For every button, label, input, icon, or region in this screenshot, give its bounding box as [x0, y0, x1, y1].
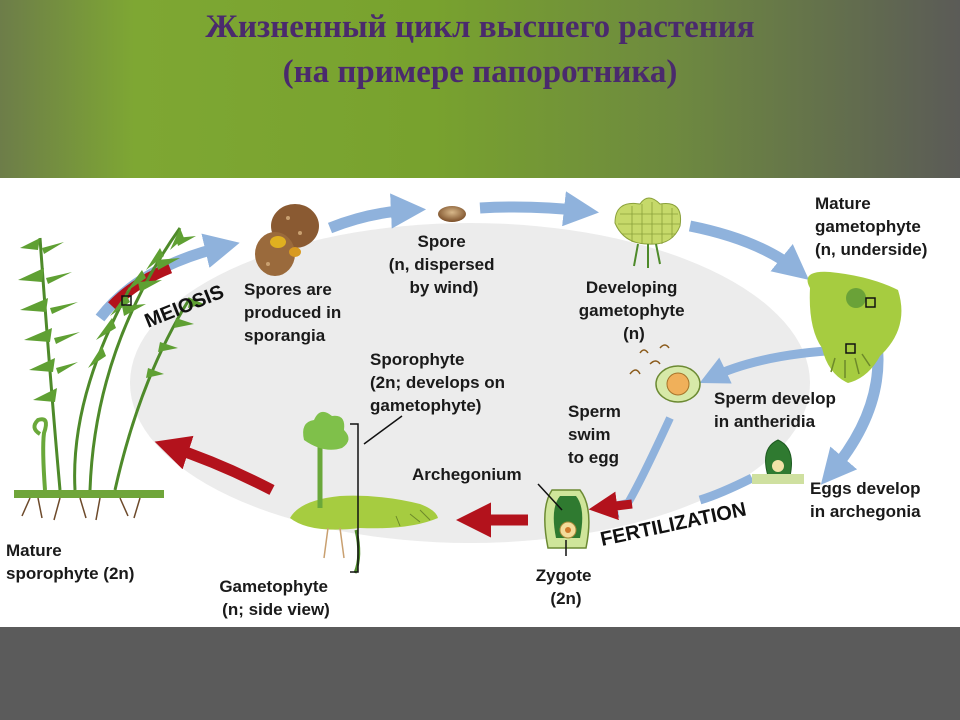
mature-sporophyte-illustration [14, 227, 204, 521]
mature-sporophyte-label: Mature sporophyte (2n) [6, 541, 134, 583]
zygote-label: Zygote (2n) [536, 566, 596, 608]
life-cycle-diagram: MEIOSIS FERTILIZATION Spores are produce… [6, 191, 927, 619]
arrow-meiosis-red [108, 262, 173, 310]
slide-title: Жизненный цикл высшего растения [205, 9, 755, 45]
archegonium-illustration [752, 439, 804, 484]
arrow-to-mature-gametophyte [688, 220, 809, 280]
sperm-develop-label: Sperm develop in antheridia [714, 389, 841, 431]
gametophyte-side-view-illustration [290, 411, 438, 574]
arrow-sporangia-to-spore [327, 193, 427, 234]
developing-gametophyte-label: Developing gametophyte (n) [579, 278, 690, 343]
gametophyte-side-label: Gametophyte (n; side view) [219, 577, 332, 619]
sporophyte-on-gametophyte-label: Sporophyte (2n; develops on gametophyte) [370, 350, 510, 415]
arrow-fertilization [588, 491, 633, 521]
eggs-develop-label: Eggs develop in archegonia [810, 479, 925, 521]
sporophyte-leader-line [363, 415, 403, 445]
arrow-eggs-to-fertilization [698, 473, 755, 505]
sporangia-illustration [255, 204, 319, 276]
life-cycle-figure: MEIOSIS FERTILIZATION Spores are produce… [0, 178, 960, 627]
developing-gametophyte-illustration [614, 197, 682, 268]
sporophyte-bracket [350, 423, 359, 573]
slide-subtitle: (на примере папоротника) [282, 54, 678, 90]
slide-footer-band [0, 627, 960, 720]
spore-label: Spore (n, dispersed by wind) [389, 232, 500, 297]
zygote-illustration [544, 489, 590, 549]
mature-gametophyte-label: Mature gametophyte (n, underside) [815, 194, 927, 259]
antheridium-illustration [629, 344, 701, 403]
spores-produced-label: Spores are produced in sporangia [244, 280, 346, 345]
archegonium-leader-line [537, 483, 563, 511]
sperm-swim-label: Sperm swim to egg [568, 402, 626, 467]
arrow-sporophyte-to-mature [154, 435, 275, 495]
mature-gametophyte-illustration [807, 271, 902, 383]
cycle-oval [130, 223, 810, 543]
archegonium-label: Archegonium [412, 465, 522, 484]
spore-illustration [438, 206, 466, 222]
arrow-spore-to-gametophyte [479, 191, 599, 227]
